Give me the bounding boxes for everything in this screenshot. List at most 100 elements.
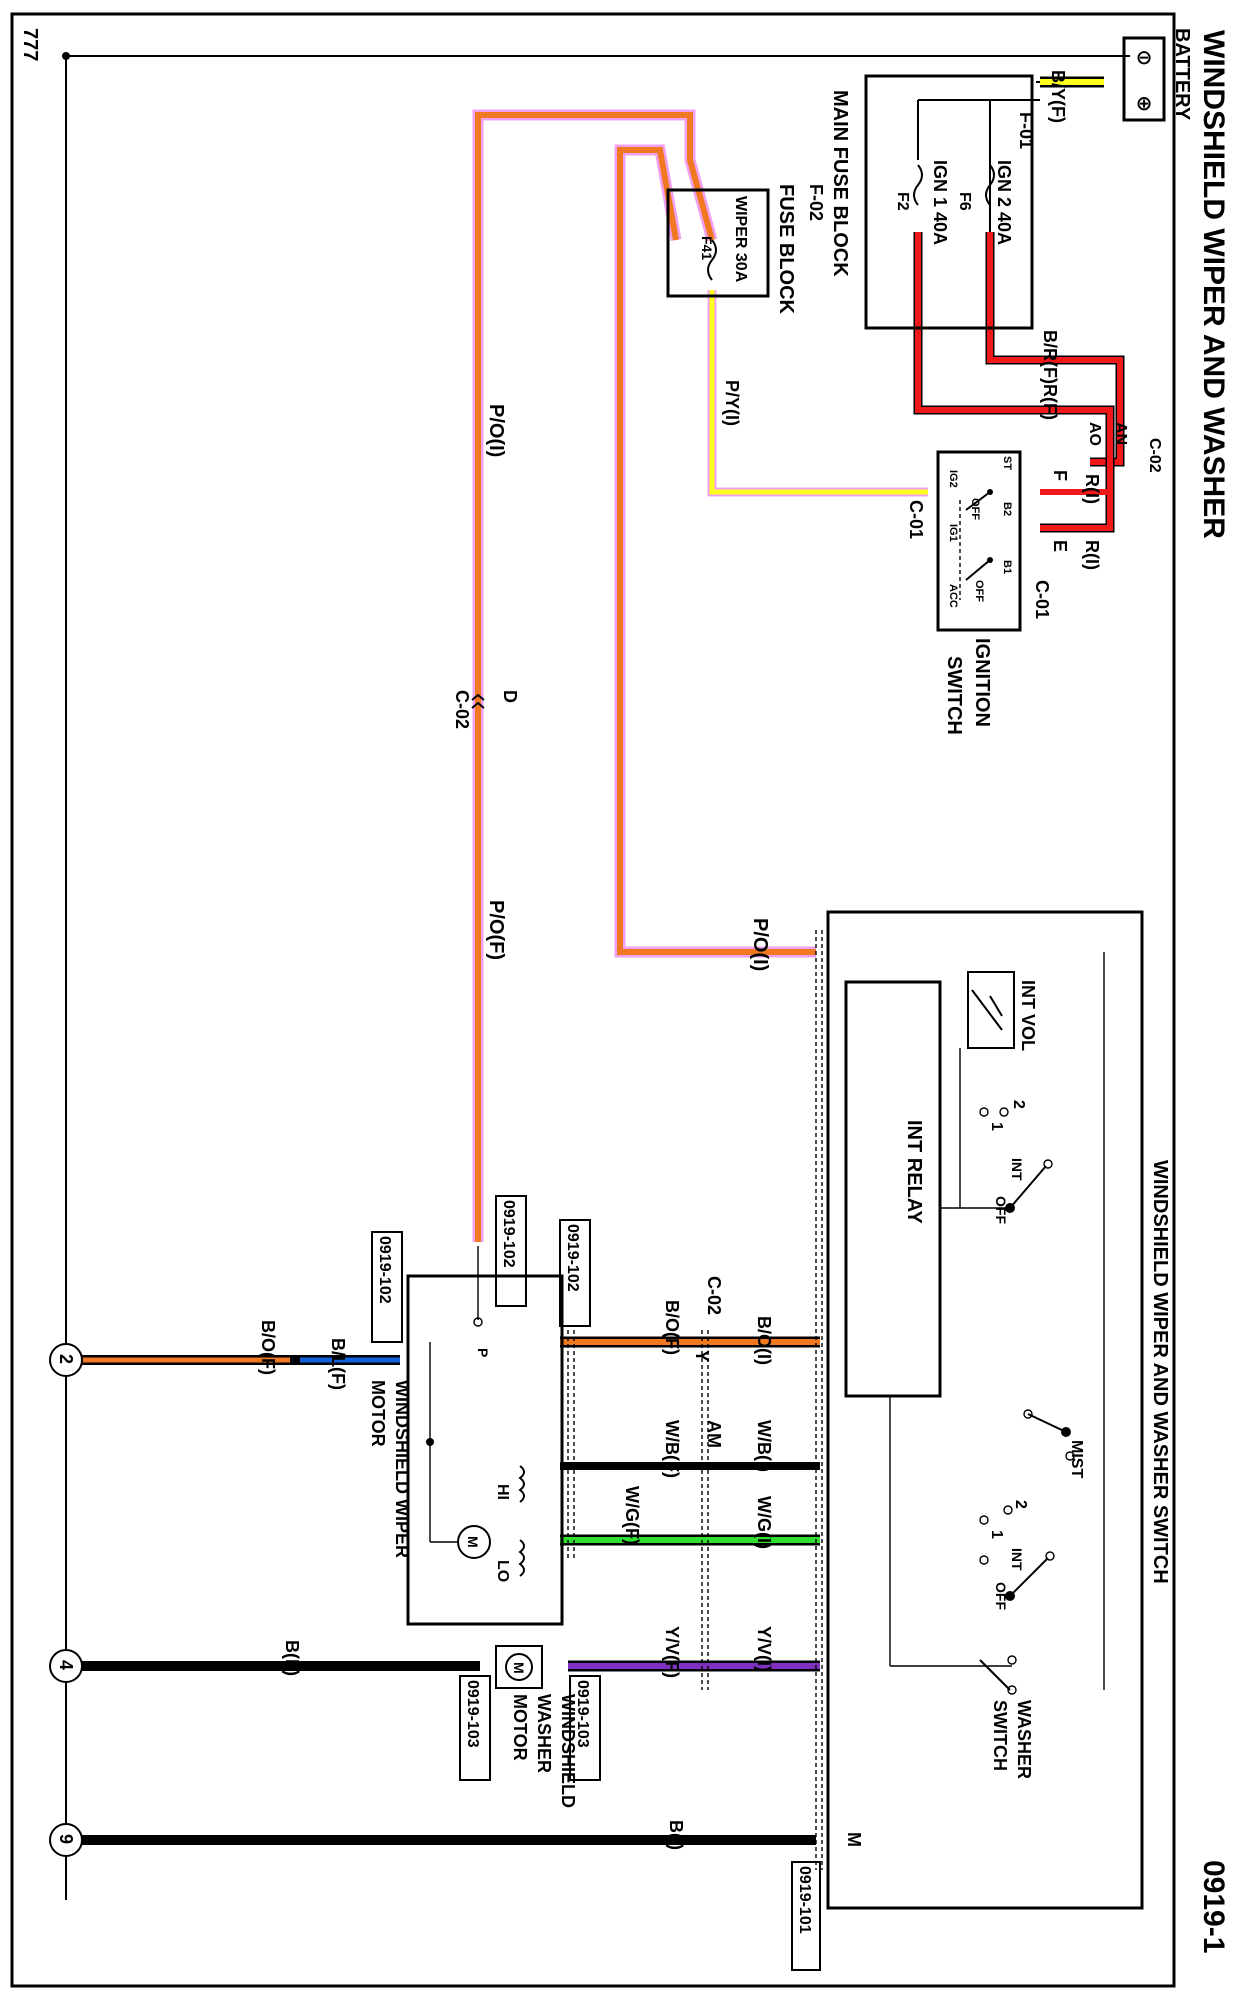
ign-off-a-label: OFF: [969, 498, 981, 520]
int-vol-label: INT VOL: [1018, 980, 1038, 1051]
wire-bof-label: B/O(F): [662, 1300, 682, 1355]
washer-motor-wire-bf: B(F): [282, 1640, 302, 1676]
ign-ig1-label: IG1: [947, 524, 959, 542]
wiper-motor-p-label: P: [475, 1348, 491, 1357]
ground-9-label: 9: [56, 1834, 76, 1844]
wiper-motor-wire-bo: B/O(F): [258, 1320, 278, 1375]
battery-wire-label: B/Y(F): [1048, 70, 1068, 123]
washer-motor-m-label: M: [511, 1662, 527, 1674]
ign-c01-bottom-label: C-01: [906, 500, 926, 539]
ignition-switch: C-02 AN AO F E R(I) R(I) C-01 C-01 ST IG…: [906, 422, 1163, 735]
washer-motor-label-2: WASHER: [534, 1694, 554, 1773]
int-pos-off-label: OFF: [993, 1196, 1009, 1224]
ground-symbol-icon: 777: [19, 28, 41, 61]
harness-y-label: Y: [692, 1350, 712, 1362]
wire-wbi-label: W/B(I): [754, 1420, 774, 1472]
main-fuse-block: MAIN FUSE BLOCK IGN 2 40A F6 IGN 1 40A F…: [829, 74, 1060, 420]
ign-st-label: ST: [1001, 456, 1013, 470]
wire-r-label: R(F): [1040, 384, 1060, 420]
pos-int-label: INT: [1009, 1548, 1025, 1571]
ign-off-b-label: OFF: [973, 580, 985, 602]
wiper-motor-connector-mid: 0919-102: [564, 1224, 581, 1292]
washer-motor-connector-top: 0919-103: [574, 1680, 591, 1748]
ign-ig2-label: IG2: [947, 470, 959, 488]
fuse-ign2-label: IGN 2 40A: [994, 160, 1014, 245]
wire-boi-label: B/O(I): [754, 1316, 774, 1365]
wiper-motor-connector-top: 0919-102: [500, 1200, 517, 1268]
ign-ri-2-label: R(I): [1082, 540, 1102, 570]
fuse-ign1-id: F2: [894, 192, 911, 211]
ign-b1-label: B1: [1001, 560, 1013, 574]
pos-2-label: 2: [1012, 1500, 1029, 1509]
wiper-fuse-label: WIPER 30A: [732, 196, 749, 283]
wiper-motor-connector-left: 0919-102: [376, 1236, 393, 1304]
ground-bus-junction: [62, 52, 70, 60]
ground-4-label: 4: [56, 1660, 76, 1670]
wiper-washer-switch-label: WINDSHIELD WIPER AND WASHER SWITCH: [1149, 1160, 1171, 1584]
wiper-motor-wire-bl: B/L(F): [328, 1338, 348, 1390]
washer-motor-icon: [505, 1653, 533, 1681]
harness-c02-label: C-02: [704, 1276, 724, 1315]
washer-switch-label-1: WASHER: [1014, 1700, 1034, 1779]
wire-poi-switch-label: P/O(I): [749, 918, 771, 971]
wiper-motor: 0919-102 0919-102 0919-102 WINDSHIELD WI…: [258, 1195, 591, 1626]
ignition-switch-label-2: SWITCH: [943, 656, 965, 735]
wire-pof-label: P/O(F): [485, 900, 507, 960]
int-sel-1-label: 1: [988, 1122, 1005, 1131]
int-pos-int-label: INT: [1009, 1158, 1025, 1181]
ign-ao-label: AO: [1086, 422, 1103, 446]
wiper-washer-switch: WINDSHIELD WIPER AND WASHER SWITCH INT V…: [791, 910, 1171, 1971]
ground-2-label: 2: [56, 1354, 76, 1364]
int-sel-2-label: 2: [1010, 1100, 1027, 1109]
page-frame: [10, 12, 1176, 1988]
ign-e-label: E: [1050, 540, 1070, 552]
wire-bi-label: B(I): [666, 1820, 686, 1850]
wire-yvi-label: Y/V(I): [754, 1626, 774, 1672]
harness-am-label: AM: [704, 1420, 724, 1448]
ign-f-label: F: [1050, 470, 1070, 481]
washer-motor-label-3: MOTOR: [510, 1694, 530, 1761]
ground-pin-m: M: [844, 1832, 864, 1847]
wire-wbf-label: W/B(F): [662, 1420, 682, 1478]
wiper-motor-label-2: MOTOR: [368, 1380, 388, 1447]
page-title: WINDSHIELD WIPER AND WASHER: [1197, 30, 1230, 539]
ign-b2-label: B2: [1001, 502, 1013, 516]
ign-c02-label: C-02: [1146, 438, 1163, 473]
mist-label: MIST: [1068, 1440, 1085, 1478]
fuse-block: F-02 FUSE BLOCK WIPER 30A F41 P/Y(I): [666, 184, 826, 426]
wire-yvf-label: Y/V(F): [662, 1626, 682, 1678]
washer-switch-label-2: SWITCH: [990, 1700, 1010, 1771]
ign-ri-1-label: R(I): [1082, 474, 1102, 504]
wire-poi-label: P/O(I): [485, 404, 507, 457]
wiper-motor-m-label: M: [465, 1536, 481, 1548]
fuse-ign1-label: IGN 1 40A: [930, 160, 950, 245]
ign-acc-label: ACC: [947, 584, 959, 608]
switch-connector-label: 0919-101: [796, 1866, 813, 1934]
battery-plus-icon: ⊕: [1136, 93, 1153, 115]
wiper-motor-label-1: WINDSHIELD WIPER: [392, 1380, 412, 1558]
fuse-block-label: FUSE BLOCK: [775, 184, 797, 315]
grounds: 2 4 9 B(I): [49, 1343, 686, 1857]
fuse-ign2-id: F6: [956, 192, 973, 211]
fuse-block-connector: F-02: [806, 184, 826, 221]
pos-1-label: 1: [988, 1530, 1005, 1539]
pos-off-label: OFF: [993, 1582, 1009, 1610]
int-relay-label: INT RELAY: [903, 1120, 925, 1224]
ign-an-label: AN: [1112, 422, 1129, 445]
washer-motor-connector-bottom: 0919-103: [464, 1680, 481, 1748]
connector-d-label: D: [500, 690, 520, 703]
battery-label: BATTERY: [1171, 28, 1193, 121]
int-vol-box: [967, 971, 1015, 1049]
wire-br-label: B/R(F): [1040, 330, 1060, 384]
battery: ⊖ ⊕ BATTERY B/Y(F) F-01: [1016, 28, 1193, 149]
page-number: 0919-1: [1197, 1860, 1230, 1953]
wiper-fuse-id: F41: [699, 236, 715, 260]
wiper-motor-lo-label: LO: [494, 1560, 511, 1582]
wiper-motor-hi-label: HI: [494, 1484, 511, 1500]
connector-c02-label: C-02: [452, 690, 472, 729]
wire-wgf-label: W/G(F): [622, 1486, 642, 1545]
wire-py-label: P/Y(I): [722, 380, 742, 426]
int-vol-resistor-icon: [971, 989, 1003, 1031]
main-fuse-block-label: MAIN FUSE BLOCK: [829, 90, 851, 277]
